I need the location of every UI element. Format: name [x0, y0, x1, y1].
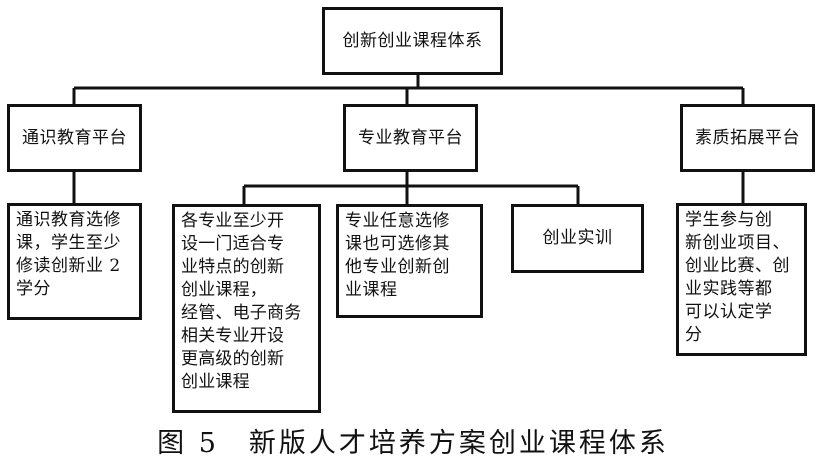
node-major-platform-label: 专业教育平台: [358, 127, 463, 148]
node-root-label: 创新创业课程体系: [342, 30, 483, 51]
node-major-detail-c-label: 创业实训: [542, 228, 613, 248]
node-major-detail-c: 创业实训: [511, 204, 644, 273]
node-quality-platform: 素质拓展平台: [680, 104, 815, 172]
node-quality-platform-label: 素质拓展平台: [695, 127, 800, 148]
node-general-platform-label: 通识教育平台: [22, 127, 127, 148]
node-major-platform: 专业教育平台: [343, 104, 478, 172]
node-quality-detail: 学生参与创 新创业项目、 创业比赛、创 业实践等都 可以认定学 分: [676, 203, 807, 356]
figure-caption: 图 5 新版人才培养方案创业课程体系: [157, 428, 669, 459]
node-root: 创新创业课程体系: [322, 7, 503, 75]
node-general-detail: 通识教育选修 课，学生至少 修读创新业 2 学分: [7, 203, 142, 320]
node-major-detail-a: 各专业至少开 设一门适合专 业特点的创新 创业课程， 经管、电子商务 相关专业开…: [172, 204, 321, 413]
node-major-detail-b: 专业任意选修 课也可选修其 他专业创新创 业课程: [336, 204, 483, 318]
node-general-platform: 通识教育平台: [7, 104, 142, 172]
